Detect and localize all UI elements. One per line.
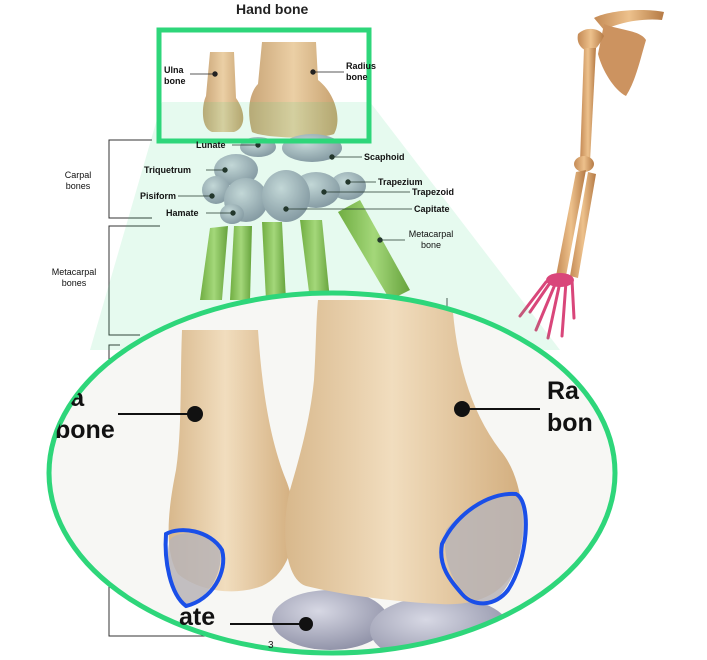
ulna-small [202, 52, 244, 132]
diagram-title: Hand bone [236, 1, 309, 17]
label-capitate: Capitate [414, 204, 450, 214]
zoom-projection [90, 102, 560, 350]
zoom-view [46, 290, 618, 656]
arm-skeleton [518, 10, 664, 340]
page-number: 3 [268, 640, 274, 651]
ulna-focus-outline [163, 528, 226, 609]
label-scaphoid: Scaphoid [364, 152, 405, 162]
zoom-label-radius: Ra bon [547, 377, 593, 437]
carpal-bracket [108, 139, 152, 219]
zoom-frame [46, 290, 618, 656]
label-metacarpal-bones: Metacarpal bones [51, 267, 97, 288]
metacarpal-bones [200, 200, 410, 300]
zoom-label-hamate: ate [179, 603, 216, 631]
label-triquetrum: Triquetrum [144, 165, 192, 175]
metacarpal-bracket [108, 225, 160, 336]
label-metacarpal-bone: Metacarpal bone [408, 229, 454, 250]
label-trapezium: Trapezium [378, 177, 423, 187]
zoom-label-ulna: na bone [55, 384, 115, 444]
label-lunate: Lunate [196, 140, 226, 150]
label-carpal-bones: Carpal bones [64, 170, 92, 191]
leader-lines [178, 69, 448, 318]
highlight-frame [156, 27, 372, 144]
radius-focus-outline [439, 491, 528, 606]
hand-skeleton-bones [518, 278, 576, 340]
label-trapezoid: Trapezoid [412, 187, 455, 197]
label-pisiform: Pisiform [140, 191, 177, 201]
radius-small [249, 42, 338, 138]
label-ulna: Ulna bone [164, 65, 186, 86]
label-radius: Radius bone [346, 61, 377, 82]
zoom-label-layer: na bone Ra bon ate [49, 293, 615, 653]
label-hamate: Hamate [166, 208, 199, 218]
